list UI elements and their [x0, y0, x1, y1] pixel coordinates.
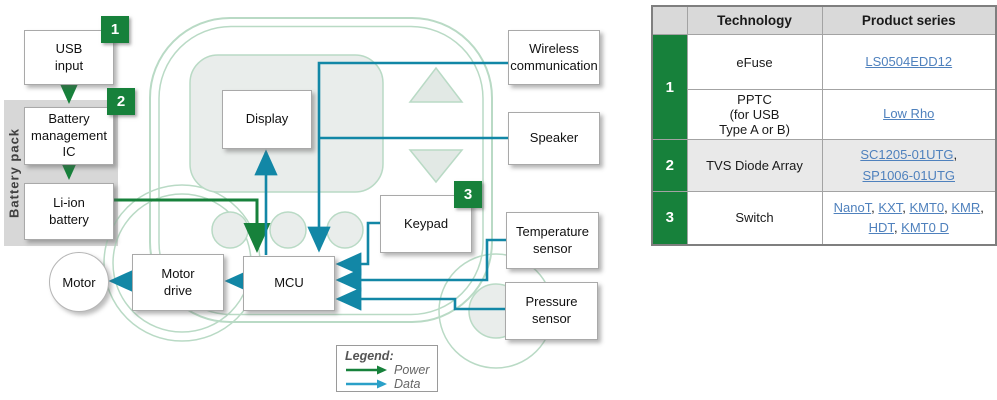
node-label: Speaker [529, 130, 579, 146]
legend-title: Legend: [345, 349, 394, 363]
row-number-cell: 3 [651, 191, 688, 245]
node-motor-drive: Motor drive [132, 254, 224, 311]
technology-cell: PPTC (for USB Type A or B) [686, 89, 823, 140]
table-header-row: Technology Product series [651, 5, 997, 35]
badge-2: 2 [107, 88, 135, 115]
device-button-circle [326, 211, 364, 249]
product-link[interactable]: KMR [951, 199, 981, 215]
data-line-temperature-to-mcu [335, 238, 506, 292]
legend-data-label: Data [394, 377, 421, 391]
node-label: Display [245, 111, 289, 127]
node-label: MCU [274, 275, 304, 291]
node-label: Pressure sensor [525, 294, 578, 326]
product-link[interactable]: LS0504EDD12 [865, 53, 953, 69]
row-number-cell: 2 [651, 139, 688, 192]
node-label: Wireless communication [510, 40, 598, 73]
technology-cell: TVS Diode Array [686, 139, 823, 192]
node-label: Keypad [403, 215, 449, 231]
device-button-circle [211, 211, 249, 249]
badge-3: 3 [454, 181, 482, 208]
table-row-switch: 3 Switch NanoT, KXT, KMT0, KMR,HDT, KMT0… [651, 191, 997, 245]
table-row-efuse: 1 eFuse LS0504EDD12 [651, 34, 997, 140]
device-outline-outer [149, 17, 493, 323]
product-link[interactable]: KMT0 [909, 199, 945, 215]
product-series-header: Product series [821, 5, 997, 35]
power-arrow-icon [346, 365, 387, 375]
node-display: Display [222, 90, 312, 149]
node-speaker: Speaker [508, 112, 600, 165]
product-link[interactable]: HDT [868, 219, 894, 235]
node-label: Motor [62, 274, 96, 290]
node-label: USB input [54, 40, 84, 73]
node-mcu: MCU [243, 256, 335, 311]
power-line-battery-to-mcu [112, 198, 271, 253]
technology-cell: Switch [686, 191, 823, 245]
battery-pack-label: Battery pack [6, 127, 22, 219]
legend-box: Legend: Power Data [336, 345, 438, 392]
node-pressure-sensor: Pressure sensor [505, 282, 598, 340]
data-arrow-icon [346, 379, 387, 389]
row-number-cell: 1 [651, 34, 688, 140]
product-link[interactable]: SC1205-01UTG [860, 147, 954, 163]
node-battery-management-ic: Battery management IC [24, 107, 114, 165]
node-label: Temperature sensor [516, 223, 589, 256]
data-line-keypad-to-mcu [335, 221, 380, 276]
node-label: Motor drive [161, 265, 195, 298]
technology-cell: eFuse [686, 34, 823, 90]
legend-power-label: Power [394, 363, 430, 377]
product-link[interactable]: KMT0 D [901, 219, 949, 235]
table-corner-cell [651, 5, 688, 35]
badge-1: 1 [101, 16, 129, 43]
product-link[interactable]: NanoT [833, 199, 872, 215]
product-series-cell: SC1205-01UTG,SP1006-01UTG [821, 139, 997, 192]
product-series-cell: NanoT, KXT, KMT0, KMR,HDT, KMT0 D [821, 191, 997, 245]
device-button-circle [269, 211, 307, 249]
product-link[interactable]: KXT [878, 199, 903, 215]
technology-header: Technology [686, 5, 823, 35]
device-outline-inner [158, 25, 484, 316]
node-motor: Motor [49, 252, 109, 312]
data-line-wireless-to-mcu [307, 61, 508, 253]
node-label: Battery management IC [31, 110, 107, 160]
node-usb-input: USB input [24, 30, 114, 85]
node-wireless-communication: Wireless communication [508, 30, 600, 85]
data-line-pressure-to-mcu [335, 287, 506, 311]
table-row-tvs: 2 TVS Diode Array SC1205-01UTG,SP1006-01… [651, 139, 997, 192]
node-li-ion-battery: Li-ion battery [24, 183, 114, 240]
up-button-triangle [408, 66, 464, 103]
down-button-triangle [408, 149, 464, 184]
product-series-cell: LS0504EDD12 [821, 34, 997, 90]
node-label: Li-ion battery [49, 194, 89, 227]
table-row-pptc: PPTC (for USB Type A or B) Low Rho [652, 89, 997, 140]
product-link[interactable]: Low Rho [883, 106, 935, 122]
product-link[interactable]: SP1006-01UTG [862, 167, 956, 183]
product-table: Technology Product series 1 eFuse LS0504… [651, 5, 997, 246]
product-series-cell: Low Rho [821, 89, 997, 140]
node-temperature-sensor: Temperature sensor [506, 212, 599, 269]
